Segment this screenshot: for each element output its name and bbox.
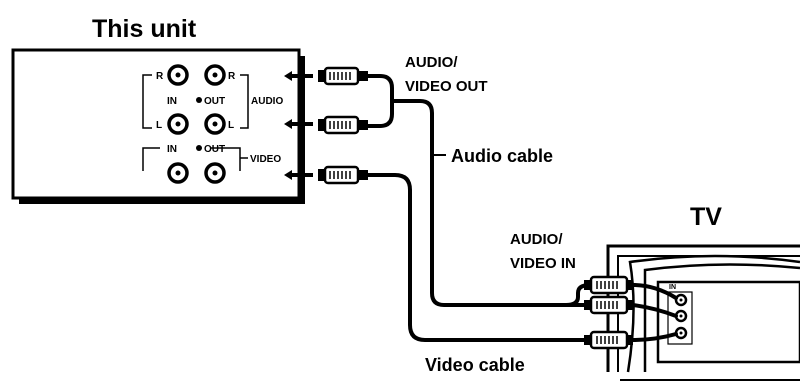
tv-audio-r-plug <box>584 275 633 295</box>
tv-audio-r-jack <box>674 293 688 307</box>
video-out-jack <box>204 162 226 184</box>
l-in-label: L <box>156 120 162 131</box>
video-jack-panel: IN OUT VIDEO <box>142 142 281 184</box>
tv-input-panel: IN <box>667 284 693 345</box>
video-label: VIDEO <box>250 154 281 165</box>
audio-out-l-jack <box>204 113 226 135</box>
l-out-label: L <box>228 120 234 131</box>
out-dot <box>196 97 202 103</box>
tv-in-label: IN <box>669 284 676 291</box>
audio-in-r-jack <box>167 64 189 86</box>
audio-label: AUDIO <box>251 96 283 107</box>
audio-in-label: IN <box>167 96 177 107</box>
video-cable-label: Video cable <box>425 355 525 375</box>
video-in-jack <box>167 162 189 184</box>
audio-out-r-jack <box>204 64 226 86</box>
unit-title: This unit <box>92 15 197 43</box>
audio-in-l-jack <box>167 113 189 135</box>
unit-box <box>11 48 305 204</box>
tv-audio-l-plug <box>584 295 633 315</box>
av-out-label-line2: VIDEO OUT <box>405 78 488 95</box>
av-in-label-line2: VIDEO IN <box>510 255 576 272</box>
audio-l-plug <box>318 115 368 135</box>
tv-plugs <box>584 275 633 350</box>
audio-out-label: OUT <box>204 96 225 107</box>
r-out-label: R <box>228 71 236 82</box>
audio-jack-panel: R R L L IN OUT AUDIO <box>142 64 283 135</box>
unit-plugs <box>318 66 368 185</box>
video-cable <box>368 173 590 342</box>
signal-arrows <box>284 71 313 180</box>
video-in-label: IN <box>167 144 177 155</box>
av-out-label-line1: AUDIO/ <box>405 54 458 71</box>
audio-cable-label: Audio cable <box>451 146 553 166</box>
tv-video-plug <box>584 330 633 350</box>
tv-leads <box>631 283 678 342</box>
r-in-label: R <box>156 71 164 82</box>
tv-set <box>606 244 800 381</box>
video-plug <box>318 165 368 185</box>
video-out-label: OUT <box>204 144 225 155</box>
av-in-label-line1: AUDIO/ <box>510 231 563 248</box>
video-out-dot <box>196 145 202 151</box>
audio-r-plug <box>318 66 368 86</box>
tv-title: TV <box>690 203 722 231</box>
